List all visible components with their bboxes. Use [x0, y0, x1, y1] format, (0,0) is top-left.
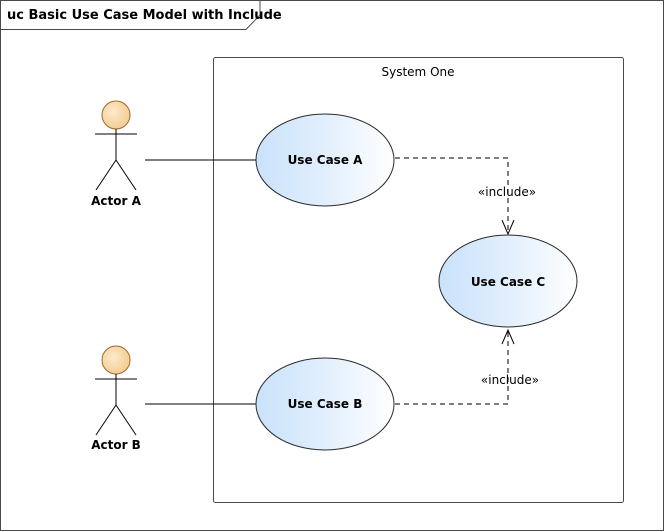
include-arrowhead-a: [501, 219, 515, 236]
actor-b-head-icon: [101, 345, 131, 375]
frame-title-tab: [0, 0, 261, 30]
actor-b-label: Actor B: [91, 438, 141, 452]
include-relation-a-to-c[interactable]: «include»: [395, 157, 536, 236]
actor-a-head-icon: [101, 100, 131, 130]
include-arrowhead-b: [501, 328, 515, 345]
use-case-b[interactable]: Use Case B: [255, 357, 395, 451]
system-boundary-label: System One: [382, 65, 455, 79]
include-label-b: «include»: [481, 373, 539, 387]
include-label-a: «include»: [478, 185, 536, 199]
actor-b[interactable]: Actor B: [91, 345, 141, 452]
actor-a[interactable]: Actor A: [91, 100, 142, 208]
diagram-title: uc Basic Use Case Model with Include: [7, 8, 282, 23]
use-case-a-label: Use Case A: [288, 153, 364, 167]
actor-a-label: Actor A: [91, 194, 141, 208]
use-case-c-label: Use Case C: [471, 275, 546, 289]
include-relation-b-to-c[interactable]: «include»: [395, 328, 539, 405]
use-case-a[interactable]: Use Case A: [255, 113, 395, 207]
use-case-c[interactable]: Use Case C: [438, 234, 578, 328]
use-case-b-label: Use Case B: [288, 397, 363, 411]
